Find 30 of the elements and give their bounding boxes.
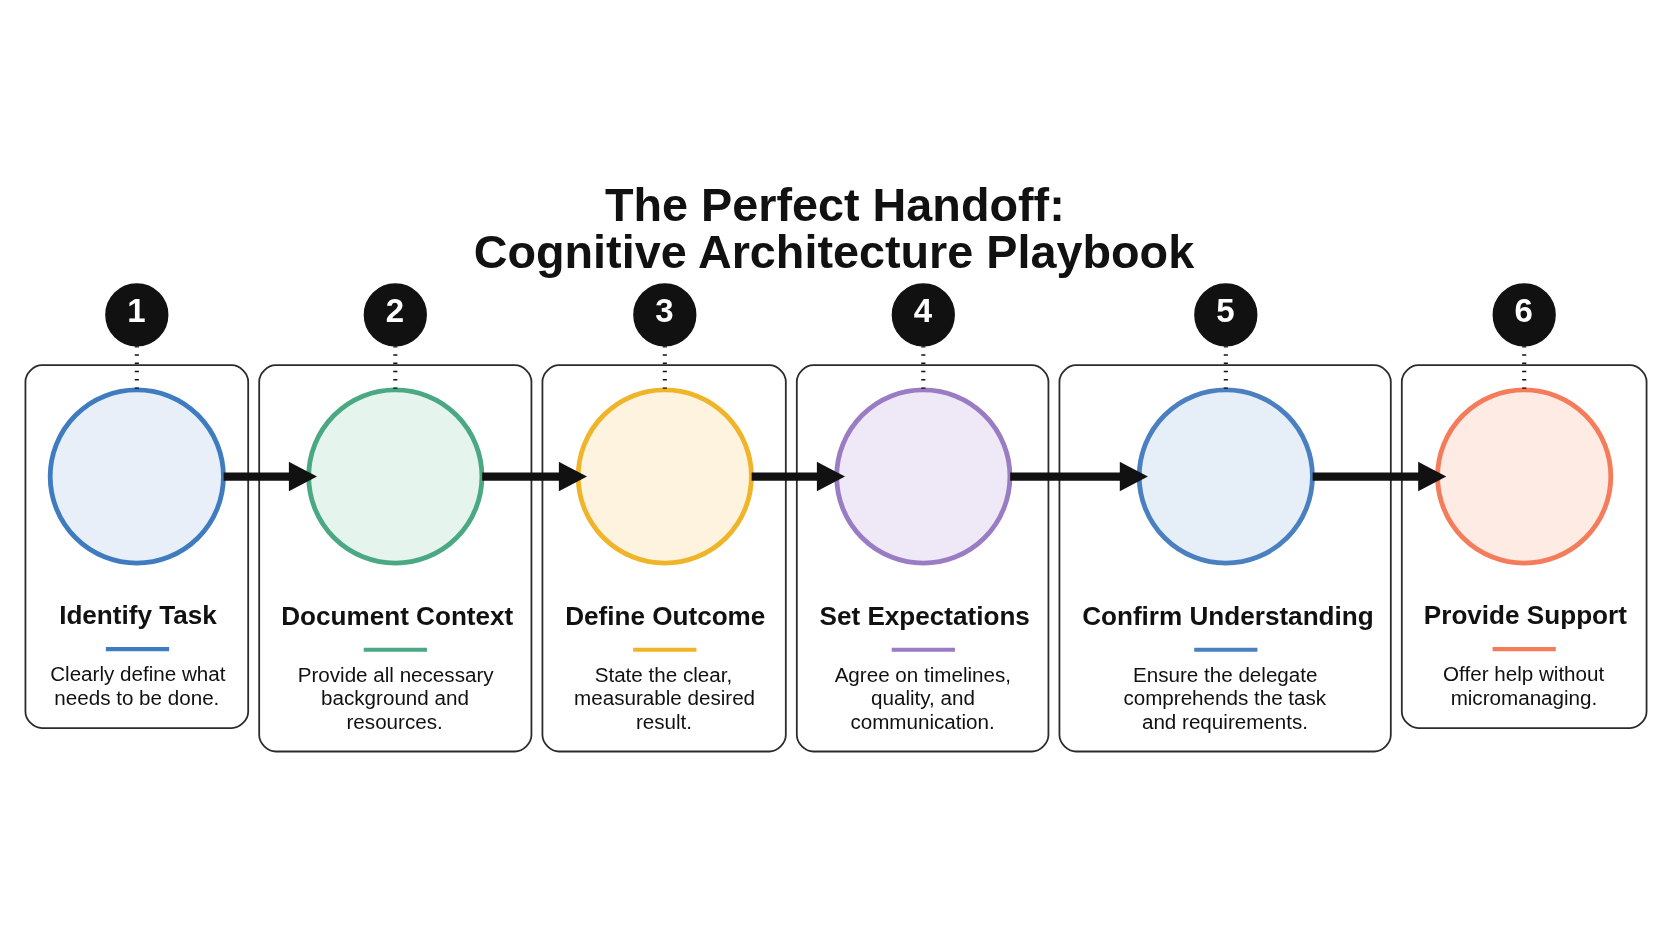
node-circle: 2 <box>363 282 427 347</box>
node-circle <box>575 386 754 566</box>
node-circle <box>306 386 485 566</box>
cluster: Set Expectations Agree on timelines, quality, and communication. <box>795 363 1050 752</box>
node-circle: 6 <box>1492 282 1556 347</box>
node-circle <box>1136 386 1315 566</box>
cluster: Provide Support Offer help without micromanaging. <box>1400 363 1648 729</box>
arrow <box>223 461 317 491</box>
cluster: Identify Task Clearly define what needs to be done. <box>24 363 250 729</box>
cluster: Confirm Understanding Ensure the delegate comprehends the task and requirements. <box>1058 363 1392 752</box>
arrow <box>751 461 845 491</box>
node-circle: 5 <box>1194 282 1258 347</box>
node-circle: 4 <box>891 282 955 347</box>
cluster: Define Outcome State the clear, measurable desired result. <box>541 363 787 752</box>
connector <box>1223 345 1228 390</box>
arrow <box>1312 461 1447 491</box>
diagram-title: The Perfect Handoff: Cognitive Architecture Playbook <box>473 178 1195 278</box>
node-circle: 3 <box>633 282 697 347</box>
connector <box>662 345 667 390</box>
arrow <box>482 461 587 491</box>
connector <box>1522 345 1527 390</box>
node-circle <box>834 386 1013 566</box>
cluster: Document Context Provide all necessary background and resources. <box>258 363 533 752</box>
node-circle <box>47 386 226 566</box>
arrow <box>1010 461 1148 491</box>
connector <box>134 345 139 390</box>
connector <box>393 345 398 390</box>
connector <box>921 345 926 390</box>
node-circle: 1 <box>105 282 169 347</box>
node-circle <box>1435 386 1614 566</box>
